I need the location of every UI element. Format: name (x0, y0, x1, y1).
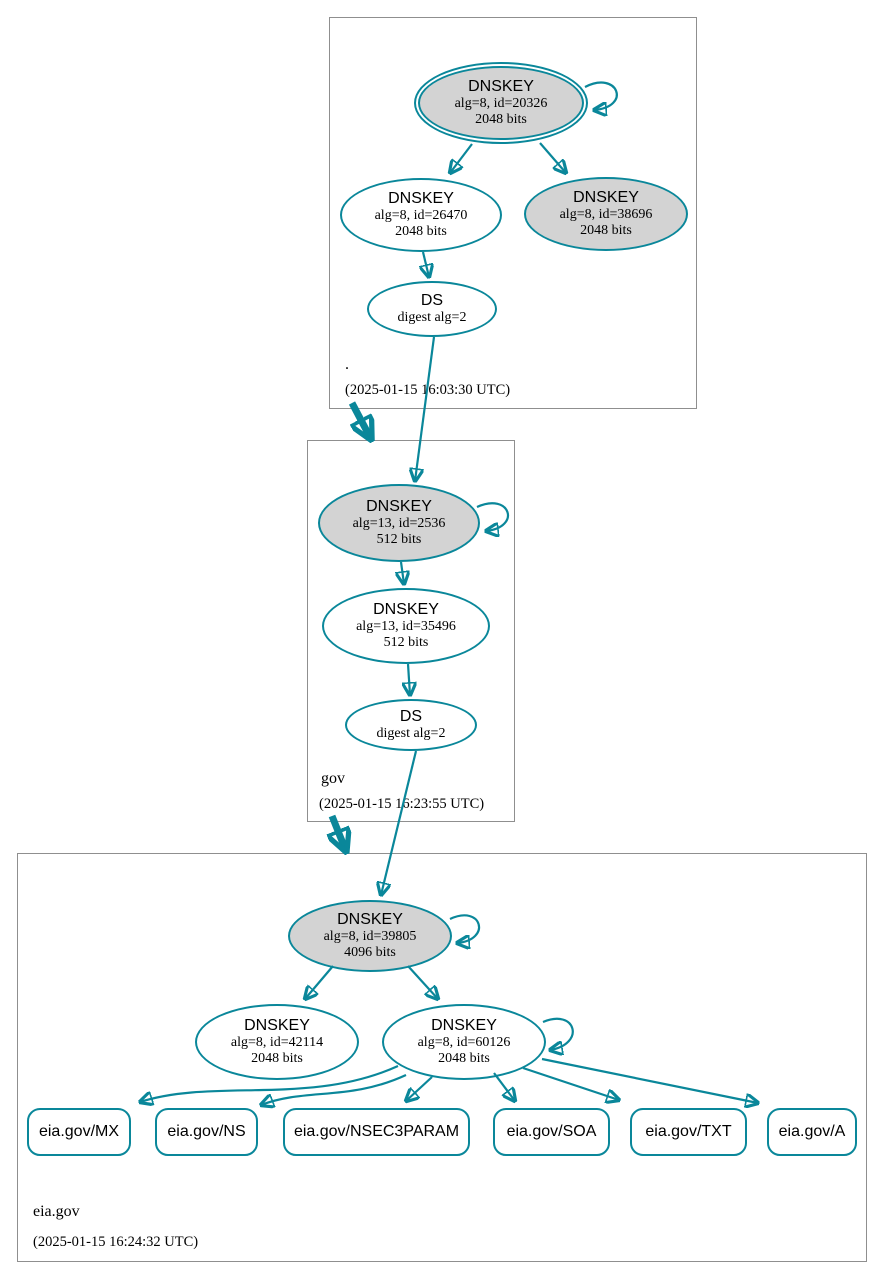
node-title: DNSKEY (388, 190, 454, 208)
zone-root-cluster (329, 17, 697, 409)
node-attrs: digest alg=2 (376, 726, 446, 742)
rrset-eia-gov-txt: eia.gov/TXT (630, 1108, 747, 1156)
ds-gov-node: DS digest alg=2 (345, 699, 477, 751)
node-attrs: alg=8, id=38696 (559, 207, 653, 223)
node-attrs: digest alg=2 (397, 310, 467, 326)
zone-eia-timestamp: (2025-01-15 16:24:32 UTC) (33, 1234, 199, 1250)
zone-root-timestamp: (2025-01-15 16:03:30 UTC) (345, 382, 511, 398)
node-bits: 4096 bits (344, 944, 396, 960)
node-title: DNSKEY (373, 601, 439, 619)
node-bits: 2048 bits (580, 222, 632, 238)
ds-root-node: DS digest alg=2 (367, 281, 497, 337)
node-title: DS (399, 708, 423, 726)
dnskey-42114-node: DNSKEY alg=8, id=42114 2048 bits (195, 1004, 359, 1080)
node-title: DNSKEY (468, 78, 534, 96)
node-bits: 2048 bits (438, 1050, 490, 1066)
rrset-label: eia.gov/SOA (506, 1123, 597, 1140)
trust-anchor-inner-ring (418, 66, 584, 140)
rrset-label: eia.gov/NSEC3PARAM (293, 1123, 460, 1140)
rrset-eia-gov-mx: eia.gov/MX (27, 1108, 131, 1156)
node-attrs: alg=13, id=35496 (356, 619, 456, 635)
node-bits: 2048 bits (475, 111, 527, 127)
rrset-eia-gov-soa: eia.gov/SOA (493, 1108, 610, 1156)
node-title: DS (420, 292, 444, 310)
dnskey-20326-trust-anchor-node: DNSKEY alg=8, id=20326 2048 bits (414, 62, 588, 144)
zone-gov-timestamp: (2025-01-15 16:23:55 UTC) (319, 796, 485, 812)
rrset-eia-gov-nsec3param: eia.gov/NSEC3PARAM (283, 1108, 470, 1156)
dnskey-2536-node: DNSKEY alg=13, id=2536 512 bits (318, 484, 480, 562)
dnskey-60126-node: DNSKEY alg=8, id=60126 2048 bits (382, 1004, 546, 1080)
node-bits: 2048 bits (251, 1050, 303, 1066)
node-title: DNSKEY (573, 189, 639, 207)
node-title: DNSKEY (244, 1017, 310, 1035)
node-title: DNSKEY (366, 498, 432, 516)
node-bits: 512 bits (376, 531, 422, 547)
node-bits: 2048 bits (395, 223, 447, 239)
node-attrs: alg=8, id=26470 (374, 208, 468, 224)
node-attrs: alg=8, id=60126 (417, 1035, 511, 1051)
node-attrs: alg=8, id=42114 (230, 1035, 324, 1051)
rrset-eia-gov-ns: eia.gov/NS (155, 1108, 258, 1156)
zone-eia-cluster (17, 853, 867, 1262)
dnskey-39805-node: DNSKEY alg=8, id=39805 4096 bits (288, 900, 452, 972)
zone-gov-name: gov (321, 770, 345, 787)
rrset-label: eia.gov/A (778, 1123, 846, 1140)
dnskey-35496-node: DNSKEY alg=13, id=35496 512 bits (322, 588, 490, 664)
zone-root-name: . (345, 356, 349, 373)
zone-eia-name: eia.gov (33, 1203, 80, 1220)
rrset-label: eia.gov/NS (167, 1123, 246, 1140)
dnskey-38696-node: DNSKEY alg=8, id=38696 2048 bits (524, 177, 688, 251)
dnskey-26470-node: DNSKEY alg=8, id=26470 2048 bits (340, 178, 502, 252)
node-attrs: alg=8, id=39805 (323, 929, 417, 945)
node-title: DNSKEY (337, 911, 403, 929)
node-title: DNSKEY (431, 1017, 497, 1035)
node-attrs: alg=8, id=20326 (454, 96, 548, 112)
node-attrs: alg=13, id=2536 (352, 516, 446, 532)
node-bits: 512 bits (383, 634, 429, 650)
rrset-eia-gov-a: eia.gov/A (767, 1108, 857, 1156)
rrset-label: eia.gov/MX (38, 1123, 120, 1140)
rrset-label: eia.gov/TXT (645, 1123, 732, 1140)
